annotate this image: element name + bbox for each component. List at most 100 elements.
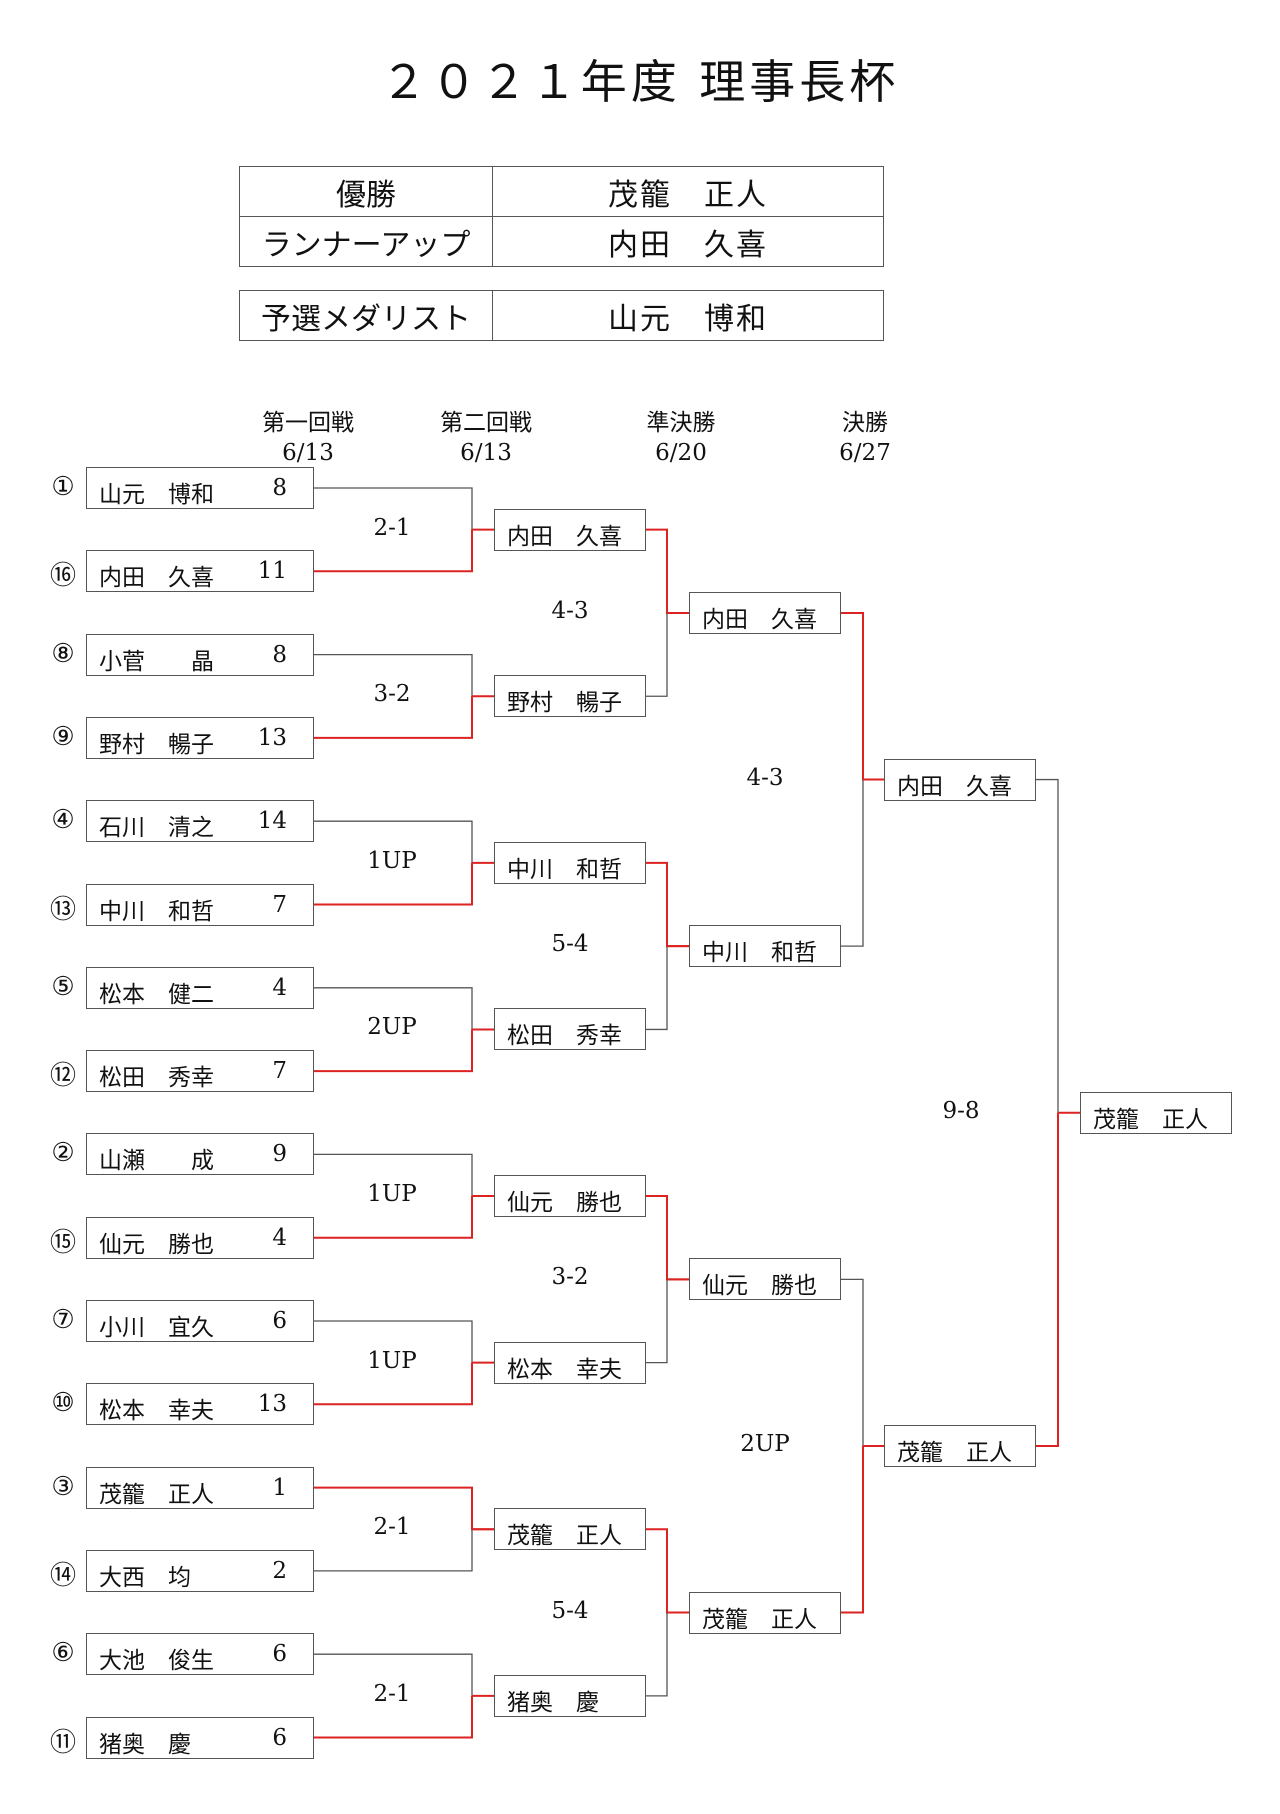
entrant-box: 中川 和哲 7 <box>86 883 314 926</box>
seed-number: ⑤ <box>51 971 75 1002</box>
bracket-connector <box>314 862 473 906</box>
seed-number: ⑫ <box>49 1061 76 1092</box>
bracket-connector <box>841 1278 884 1447</box>
bracket-connector <box>646 1612 668 1697</box>
round-name: 準決勝 <box>646 410 716 436</box>
player-name: 松田 秀幸 <box>99 1065 214 1092</box>
round1-result: 2-1 <box>373 514 411 541</box>
qualifying-score: 7 <box>272 891 287 918</box>
player-name: 中川 和哲 <box>702 940 817 967</box>
seed-number: ⑦ <box>51 1305 75 1335</box>
round2-result: 3-2 <box>551 1264 589 1291</box>
round-name: 第一回戦 <box>262 410 354 436</box>
bracket-connector <box>841 611 884 781</box>
bracket-connector <box>1036 1112 1059 1447</box>
round1-result: 2-1 <box>373 1514 411 1541</box>
round2-result: 5-4 <box>551 931 589 958</box>
player-name: 茂籠 正人 <box>99 1481 214 1508</box>
runner-up-label: ランナーアップ <box>239 216 493 267</box>
round2-box: 松田 秀幸 <box>494 1008 646 1051</box>
qualifying-score: 4 <box>272 1224 287 1251</box>
round1-result: 1UP <box>367 847 417 874</box>
player-name: 中川 和哲 <box>507 856 622 883</box>
medalist-label: 予選メダリスト <box>239 290 493 341</box>
bracket-connector <box>646 1528 689 1614</box>
seed-number: ⑭ <box>49 1560 76 1591</box>
bracket-connector <box>646 946 668 1031</box>
seed-number: ⑪ <box>49 1727 76 1758</box>
player-name: 猪奥 慶 <box>507 1689 599 1716</box>
bracket-connector <box>841 1445 864 1614</box>
bracket-connector <box>646 528 689 614</box>
round2-box: 茂籠 正人 <box>494 1508 646 1551</box>
round-date: 6/13 <box>282 440 334 466</box>
entrant-box: 小菅 晶 8 <box>86 633 314 676</box>
semifinal-box: 内田 久喜 <box>689 591 841 634</box>
round2-box: 内田 久喜 <box>494 508 646 551</box>
qualifying-score: 9 <box>272 1141 287 1168</box>
bracket-connector <box>314 696 473 739</box>
final-box: 内田 久喜 <box>884 758 1036 801</box>
page-title: ２０２１年度 理事長杯 <box>380 55 900 109</box>
qualifying-score: 7 <box>272 1058 287 1085</box>
player-name: 茂籠 正人 <box>897 1439 1012 1466</box>
player-name: 小菅 晶 <box>99 648 214 675</box>
player-name: 猪奥 慶 <box>99 1731 191 1758</box>
semifinal-box: 茂籠 正人 <box>689 1591 841 1634</box>
entrant-box: 松田 秀幸 7 <box>86 1050 314 1093</box>
round2-box: 野村 暢子 <box>494 675 646 718</box>
seed-number: ⑨ <box>51 721 75 752</box>
round-header-1: 第一回戦 6/13 <box>223 408 393 468</box>
round-date: 6/27 <box>839 440 891 466</box>
final-result: 9-8 <box>942 1097 980 1124</box>
semifinal-box: 中川 和哲 <box>689 925 841 968</box>
player-name: 茂籠 正人 <box>507 1523 622 1550</box>
seed-number: ⑮ <box>49 1227 76 1258</box>
player-name: 小川 宜久 <box>99 1315 214 1341</box>
bracket-connector <box>314 529 473 573</box>
bracket-connector <box>646 612 668 697</box>
player-name: 山元 博和 <box>99 482 214 508</box>
player-name: 松田 秀幸 <box>507 1023 622 1050</box>
seed-number: ④ <box>51 805 75 836</box>
champion-box: 茂籠 正人 <box>1080 1091 1232 1134</box>
qualifying-score: 8 <box>272 641 287 668</box>
player-name: 松本 幸夫 <box>99 1398 214 1425</box>
bracket-connector <box>841 779 864 947</box>
bracket-connector <box>1036 778 1080 1114</box>
round-name: 第二回戦 <box>440 410 532 436</box>
seed-number: ③ <box>51 1471 75 1502</box>
round1-result: 1UP <box>367 1347 417 1374</box>
round-date: 6/20 <box>655 440 707 466</box>
player-name: 石川 清之 <box>99 815 214 842</box>
player-name: 松本 幸夫 <box>507 1356 622 1383</box>
round2-box: 中川 和哲 <box>494 841 646 884</box>
player-name: 大西 均 <box>99 1564 191 1591</box>
seed-number: ⑬ <box>49 894 76 925</box>
medalist-table: 予選メダリスト 山元 博和 <box>239 290 884 341</box>
seed-number: ⑧ <box>51 638 75 669</box>
qualifying-score: 1 <box>272 1474 287 1501</box>
player-name: 内田 久喜 <box>702 606 817 633</box>
bracket-connector <box>314 1196 473 1239</box>
qualifying-score: 6 <box>272 1641 287 1668</box>
player-name: 内田 久喜 <box>897 773 1012 800</box>
round1-result: 1UP <box>367 1181 417 1208</box>
round-date: 6/13 <box>460 440 512 466</box>
medalist-row: 予選メダリスト 山元 博和 <box>239 290 884 341</box>
round2-box: 仙元 勝也 <box>494 1175 646 1218</box>
round1-result: 3-2 <box>373 681 411 708</box>
player-name: 中川 和哲 <box>99 898 214 925</box>
player-name: 野村 暢子 <box>99 731 214 758</box>
semifinal-result: 2UP <box>740 1430 790 1457</box>
